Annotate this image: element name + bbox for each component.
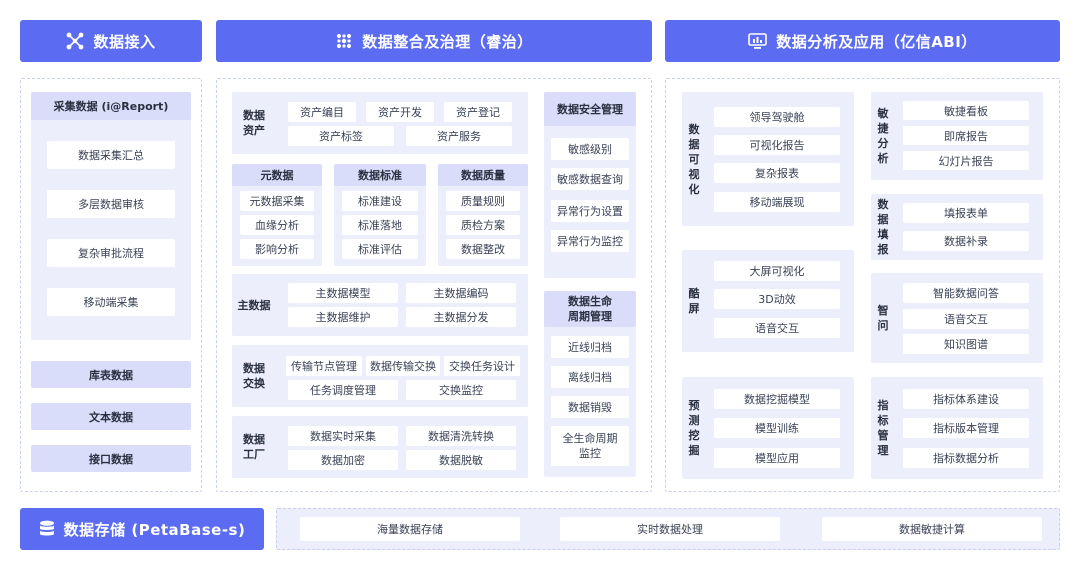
metrics-item: 指标版本管理 [903, 418, 1029, 438]
agile-label: 敏 捷 分 析 [877, 107, 889, 165]
metrics-item: 指标体系建设 [903, 389, 1029, 409]
header-title: 数据存储 (PetaBase-s) [63, 520, 246, 539]
assets-item: 资产编目 [288, 102, 356, 122]
quality-item: 数据整改 [446, 239, 520, 259]
metrics-item: 指标数据分析 [903, 448, 1029, 468]
assets-item: 资产服务 [406, 126, 512, 146]
security-item: 异常行为监控 [551, 230, 629, 252]
header-data-ingest: 数据接入 [20, 20, 202, 62]
storage-item: 实时数据处理 [560, 517, 780, 541]
lifecycle-title: 数据生命 周期管理 [544, 291, 636, 327]
predict-label: 预 测 挖 掘 [688, 399, 700, 457]
assets-item: 资产开发 [366, 102, 434, 122]
collection-title: 采集数据 (i@Report) [31, 92, 191, 120]
standard-item: 标准评估 [342, 239, 418, 259]
monitor-chart-icon [748, 32, 767, 50]
standard-title: 数据标准 [334, 164, 426, 186]
visual-item: 复杂报表 [714, 163, 840, 183]
lifecycle-item: 近线归档 [551, 336, 629, 358]
metadata-item: 血缘分析 [240, 215, 314, 235]
connect-nodes-icon [66, 32, 84, 50]
security-item: 敏感数据查询 [551, 168, 629, 190]
header-data-storage: 数据存储 (PetaBase-s) [20, 508, 264, 550]
fill-item: 数据补录 [903, 231, 1029, 251]
metrics-label: 指 标 管 理 [877, 399, 889, 457]
lifecycle-item: 全生命周期 监控 [551, 426, 629, 466]
metadata-item: 元数据采集 [240, 191, 314, 211]
factory-item: 数据加密 [288, 450, 398, 470]
storage-item: 海量数据存储 [300, 517, 520, 541]
exchange-item: 交换任务设计 [444, 356, 520, 376]
source-text-data: 文本数据 [31, 403, 191, 430]
security-item: 敏感级别 [551, 138, 629, 160]
assets-item: 资产登记 [444, 102, 512, 122]
collection-item: 多层数据审核 [47, 190, 175, 218]
quality-title: 数据质量 [438, 164, 528, 186]
exchange-item: 传输节点管理 [286, 356, 362, 376]
cool-item: 3D动效 [714, 289, 840, 309]
cool-item: 大屏可视化 [714, 261, 840, 281]
standard-item: 标准建设 [342, 191, 418, 211]
predict-item: 数据挖掘模型 [714, 389, 840, 409]
collection-item: 复杂审批流程 [47, 239, 175, 267]
smart-label: 智 问 [877, 304, 889, 332]
quality-item: 质量规则 [446, 191, 520, 211]
agile-item: 幻灯片报告 [903, 151, 1029, 170]
factory-item: 数据实时采集 [288, 426, 398, 446]
quality-item: 质检方案 [446, 215, 520, 235]
master-item: 主数据编码 [406, 283, 516, 303]
cool-item: 语音交互 [714, 318, 840, 338]
metadata-item: 影响分析 [240, 239, 314, 259]
visual-item: 移动端展现 [714, 192, 840, 212]
source-api-data: 接口数据 [31, 445, 191, 472]
source-table-data: 库表数据 [31, 361, 191, 388]
header-title: 数据接入 [93, 32, 156, 51]
smart-item: 智能数据问答 [903, 283, 1029, 303]
standard-item: 标准落地 [342, 215, 418, 235]
predict-item: 模型训练 [714, 418, 840, 438]
master-label: 主数据 [237, 298, 271, 312]
collection-item: 数据采集汇总 [47, 141, 175, 169]
lifecycle-item: 数据销毁 [551, 396, 629, 418]
master-item: 主数据模型 [288, 283, 398, 303]
master-item: 主数据分发 [406, 307, 516, 327]
assets-label: 数据 资产 [243, 109, 265, 137]
exchange-label: 数据 交换 [243, 362, 265, 390]
security-item: 异常行为设置 [551, 200, 629, 222]
security-title: 数据安全管理 [544, 92, 636, 126]
cool-label: 酷 屏 [688, 287, 700, 315]
factory-label: 数据 工厂 [243, 433, 265, 461]
visual-item: 可视化报告 [714, 135, 840, 155]
collection-item: 移动端采集 [47, 288, 175, 316]
header-data-analysis: 数据分析及应用（亿信ABI） [665, 20, 1060, 62]
header-title: 数据分析及应用（亿信ABI） [776, 32, 977, 51]
header-data-governance: 数据整合及治理（睿治） [216, 20, 652, 62]
smart-item: 语音交互 [903, 309, 1029, 329]
exchange-item: 交换监控 [406, 380, 516, 400]
exchange-item: 任务调度管理 [288, 380, 398, 400]
header-title: 数据整合及治理（睿治） [362, 32, 533, 51]
agile-item: 即席报告 [903, 126, 1029, 145]
visual-item: 领导驾驶舱 [714, 107, 840, 127]
factory-item: 数据脱敏 [406, 450, 516, 470]
agile-item: 敏捷看板 [903, 101, 1029, 120]
exchange-item: 数据传输交换 [366, 356, 440, 376]
master-item: 主数据维护 [288, 307, 398, 327]
assets-item: 资产标签 [288, 126, 394, 146]
visual-label: 数 据 可 视 化 [688, 122, 700, 196]
fill-label: 数 据 填 报 [877, 198, 889, 256]
governance-grid-icon [335, 32, 353, 50]
factory-item: 数据清洗转换 [406, 426, 516, 446]
metadata-title: 元数据 [232, 164, 322, 186]
smart-item: 知识图谱 [903, 334, 1029, 354]
storage-item: 数据敏捷计算 [822, 517, 1042, 541]
predict-item: 模型应用 [714, 448, 840, 468]
fill-item: 填报表单 [903, 203, 1029, 223]
lifecycle-item: 离线归档 [551, 366, 629, 388]
database-icon [39, 520, 55, 538]
